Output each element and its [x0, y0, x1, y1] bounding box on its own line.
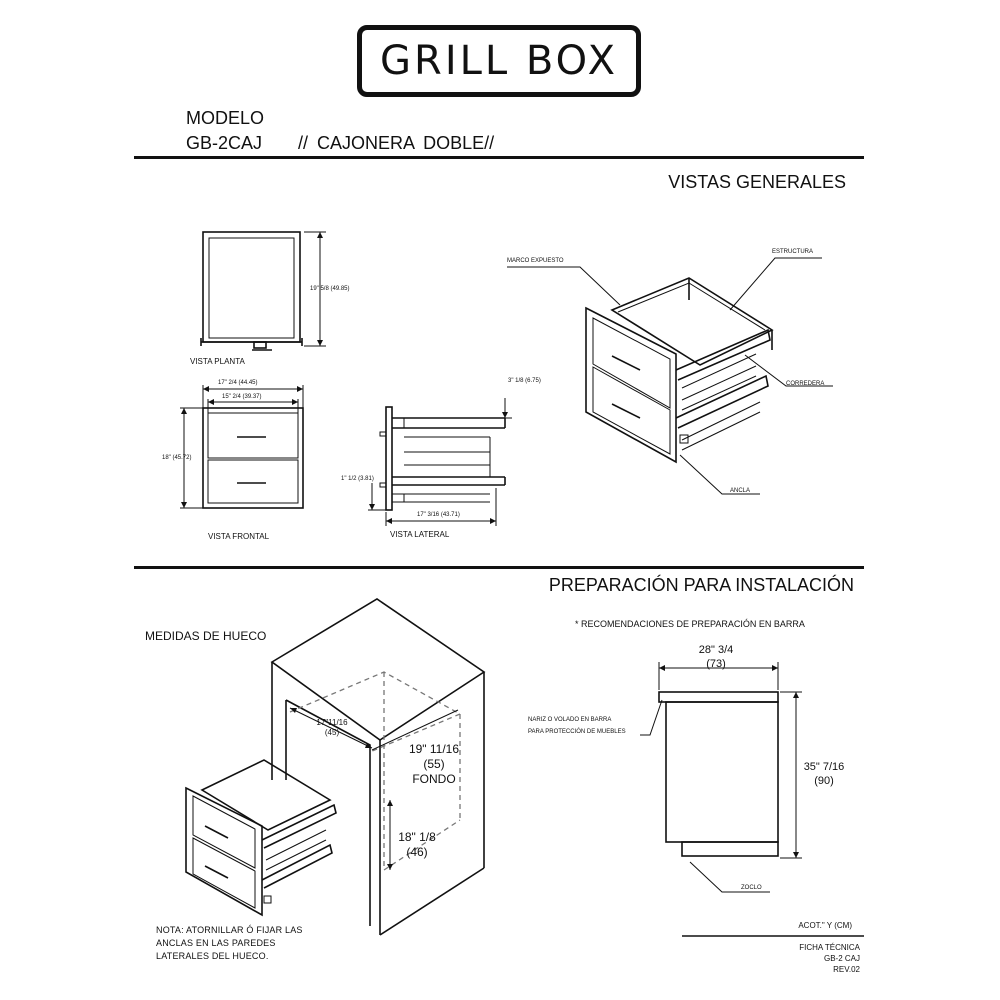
front-outer-width-dim: 17" 2/4 (44.45) [218, 380, 258, 386]
model-code-line: GB-2CAJ // CAJONERA DOBLE// [186, 133, 494, 154]
section-install-title: PREPARACIÓN PARA INSTALACIÓN [548, 575, 854, 595]
cutout-title: MEDIDAS DE HUECO [145, 629, 267, 643]
cutout-width-in: 17"11/16 [316, 718, 348, 727]
cutout-height-in: 18" 1/8 [398, 830, 436, 844]
plan-depth-dim: 19" 5/8 (49.85) [310, 286, 350, 292]
callout-slide: CORREDERA [786, 381, 825, 387]
cutout-height-dim: 18" 1/8 (46) [390, 830, 444, 860]
callout-anchor: ANCLA [730, 488, 751, 494]
callout-structure: ESTRUCTURA [772, 249, 814, 255]
section-views-title: VISTAS GENERALES [668, 172, 846, 192]
bar-width-dim: 28" 3/4 (73) [688, 643, 744, 671]
nose-note-1: NARIZ O VOLADO EN BARRA [528, 717, 612, 723]
section-divider [134, 566, 864, 569]
model-label: MODELO [186, 108, 265, 128]
side-view-drawing [368, 398, 512, 526]
cutout-depth-dim: 19" 11/16 (55) FONDO [402, 742, 466, 787]
cutout-depth-label: FONDO [412, 772, 456, 786]
front-height-dim: 18" (45.72) [162, 455, 192, 461]
plinth-label: ZOCLO [741, 885, 762, 891]
bar-height-cm: (90) [814, 775, 834, 787]
cutout-height-cm: (46) [406, 845, 428, 859]
isometric-drawing [507, 257, 833, 495]
cutout-width-cm: (45) [324, 728, 340, 737]
cutout-width-dim: 17"11/16 (45) [307, 718, 357, 738]
sheet-info: FICHA TÉCNICA GB-2 CAJ REV.02 [799, 942, 860, 975]
front-view-label: VISTA FRONTAL [208, 532, 270, 541]
sheet-code: GB-2 CAJ [823, 954, 860, 963]
note-line-1: NOTA: ATORNILLAR Ó FIJAR LAS [156, 925, 303, 935]
install-note: NOTA: ATORNILLAR Ó FIJAR LAS ANCLAS EN L… [156, 924, 306, 963]
logo-frame [357, 25, 641, 97]
model-code: GB-2CAJ [186, 133, 263, 153]
cutout-depth-in: 19" 11/16 [408, 742, 460, 756]
plan-view-label: VISTA PLANTA [190, 357, 245, 366]
model-description: // CAJONERA DOBLE// [298, 133, 495, 153]
callout-frame: MARCO EXPUESTO [507, 258, 564, 264]
front-inner-width-dim: 15" 2/4 (39.37) [222, 394, 262, 400]
nose-note-2: PARA PROTECCIÓN DE MUEBLES [528, 729, 626, 735]
side-depth-dim: 17" 3/16 (43.71) [417, 512, 460, 518]
bar-drawing [640, 662, 802, 893]
header-divider [134, 156, 864, 159]
cutout-depth-cm: (55) [423, 757, 445, 771]
bar-height-dim: 35" 7/16 (90) [797, 760, 851, 788]
cutout-drawing [185, 598, 486, 936]
side-bottom-dim: 1" 1/2 (3.81) [341, 476, 374, 482]
bar-height-in: 35" 7/16 [803, 761, 845, 773]
units-note: ACOT." Y (CM) [798, 921, 852, 930]
side-top-dim: 3" 1/8 (6.75) [508, 378, 541, 384]
note-line-2: ANCLAS EN LAS PAREDES [156, 938, 276, 948]
sheet-rev: REV.02 [833, 965, 860, 974]
bar-width-in: 28" 3/4 [698, 644, 734, 656]
recommendation-note: * RECOMENDACIONES DE PREPARACIÓN EN BARR… [575, 619, 805, 629]
bar-width-cm: (73) [706, 658, 726, 670]
brand-logo: GRILL BOX [380, 38, 618, 84]
front-view-drawing [180, 385, 304, 509]
plan-view-drawing [200, 231, 326, 351]
sheet-title: FICHA TÉCNICA [799, 943, 860, 952]
side-view-label: VISTA LATERAL [390, 530, 450, 539]
note-line-3: LATERALES DEL HUECO. [156, 951, 269, 961]
